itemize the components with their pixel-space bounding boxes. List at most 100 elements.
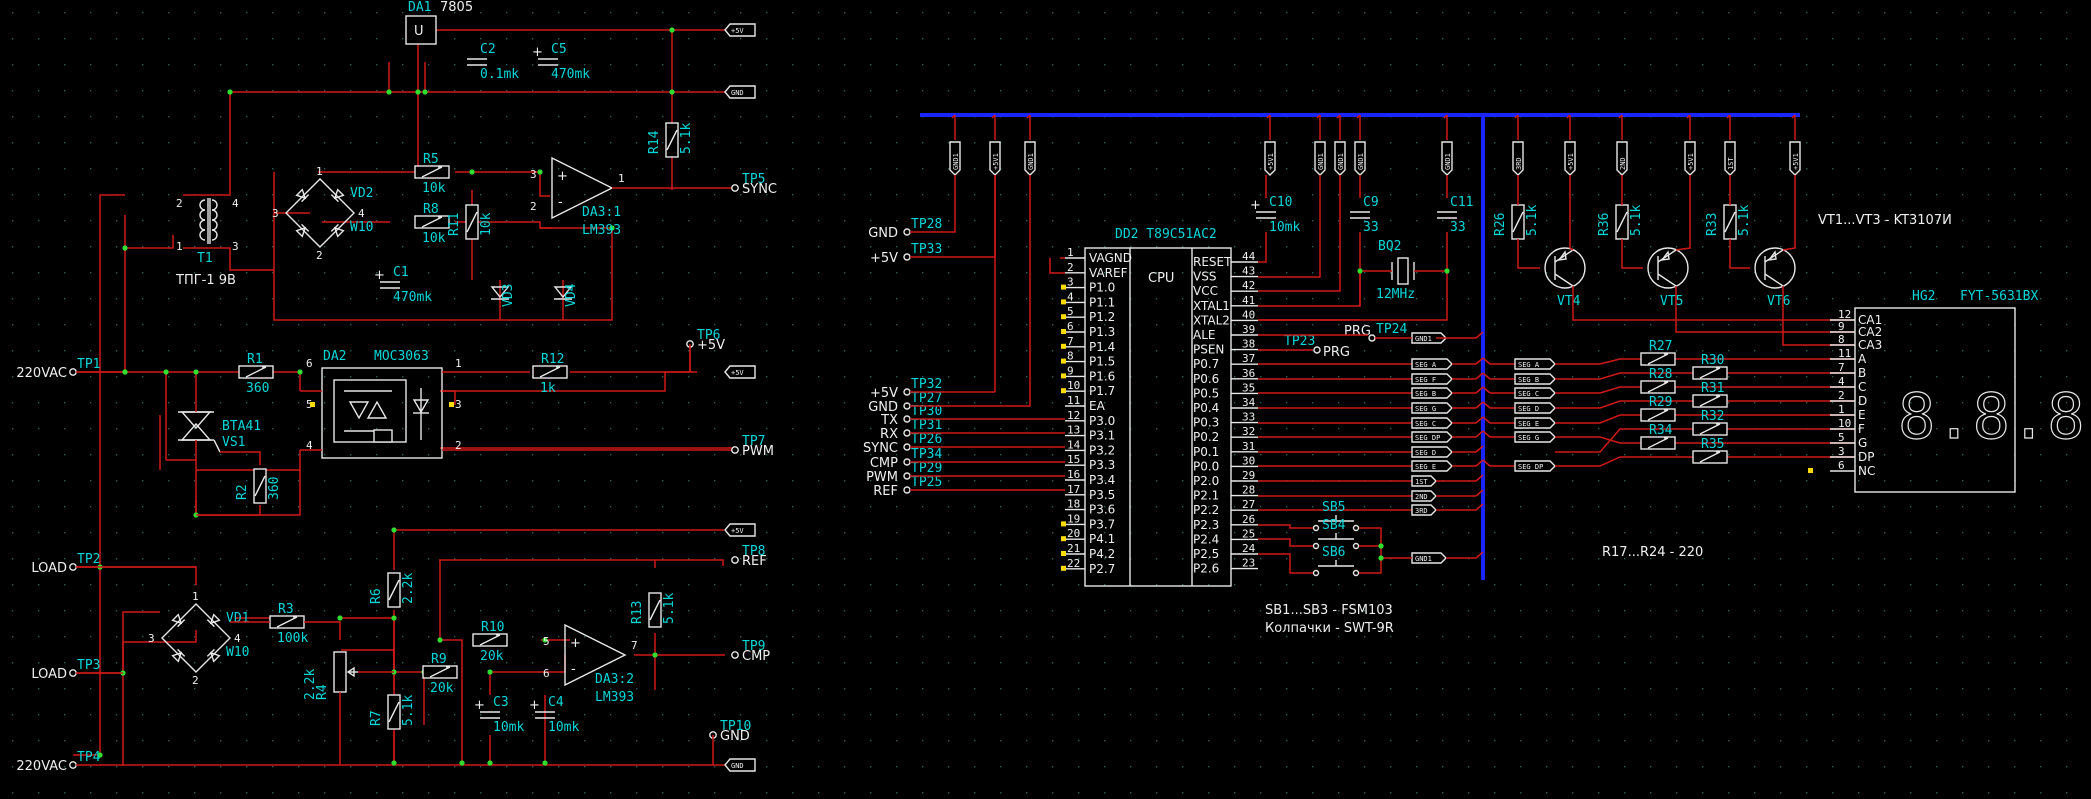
net-flag-vertical[interactable] bbox=[1616, 141, 1628, 176]
resistor-segment[interactable] bbox=[1640, 436, 1676, 450]
resistor-r14[interactable] bbox=[665, 122, 679, 158]
resistor-segment[interactable] bbox=[1692, 422, 1728, 436]
resistor-segment[interactable] bbox=[1640, 352, 1676, 366]
transformer[interactable] bbox=[199, 198, 218, 244]
pnp-transistor[interactable] bbox=[1754, 247, 1796, 289]
net-flag[interactable] bbox=[1514, 417, 1556, 429]
net-flag[interactable] bbox=[1411, 475, 1437, 487]
resistor-r9[interactable] bbox=[422, 665, 458, 679]
zener-diode[interactable] bbox=[553, 286, 573, 300]
net-flag-vertical[interactable] bbox=[1512, 141, 1524, 176]
net-flag-vertical[interactable] bbox=[1564, 141, 1576, 176]
capacitor[interactable] bbox=[467, 58, 487, 66]
net-flag[interactable] bbox=[1411, 332, 1447, 344]
test-point[interactable] bbox=[731, 556, 739, 564]
test-point[interactable] bbox=[731, 446, 739, 454]
capacitor[interactable] bbox=[380, 281, 400, 289]
net-flag[interactable] bbox=[1411, 402, 1453, 414]
net-flag[interactable] bbox=[724, 365, 756, 379]
resistor-segment[interactable] bbox=[1640, 380, 1676, 394]
resistor-r11[interactable] bbox=[465, 204, 479, 240]
net-flag[interactable] bbox=[724, 523, 756, 537]
resistor-segment[interactable] bbox=[1692, 366, 1728, 380]
test-point[interactable] bbox=[731, 651, 739, 659]
comparator[interactable] bbox=[564, 623, 627, 687]
test-point[interactable] bbox=[69, 761, 77, 769]
net-flag[interactable] bbox=[1411, 417, 1453, 429]
resistor-r26[interactable] bbox=[1511, 204, 1525, 240]
net-flag-vertical[interactable] bbox=[1314, 141, 1326, 176]
push-switch[interactable] bbox=[1312, 533, 1360, 550]
capacitor[interactable] bbox=[480, 711, 500, 719]
net-flag[interactable] bbox=[1411, 490, 1437, 502]
resistor-segment[interactable] bbox=[1692, 394, 1728, 408]
test-point[interactable] bbox=[903, 253, 911, 261]
net-flag[interactable] bbox=[724, 758, 756, 772]
test-point[interactable] bbox=[903, 486, 911, 494]
net-flag[interactable] bbox=[1411, 446, 1453, 458]
voltage-regulator[interactable] bbox=[405, 15, 437, 45]
net-flag[interactable] bbox=[1514, 387, 1556, 399]
net-flag[interactable] bbox=[1514, 358, 1556, 370]
capacitor[interactable] bbox=[1256, 211, 1276, 219]
resistor-r13[interactable] bbox=[648, 592, 662, 628]
net-flag-vertical[interactable] bbox=[1789, 141, 1801, 176]
net-flag[interactable] bbox=[1411, 431, 1453, 443]
capacitor[interactable] bbox=[1350, 211, 1370, 219]
net-flag[interactable] bbox=[1514, 431, 1556, 443]
net-flag-vertical[interactable] bbox=[1334, 141, 1346, 176]
test-point[interactable] bbox=[903, 472, 911, 480]
test-point[interactable] bbox=[69, 563, 77, 571]
net-flag[interactable] bbox=[724, 85, 756, 99]
resistor-r36[interactable] bbox=[1615, 204, 1629, 240]
net-flag-vertical[interactable] bbox=[1354, 141, 1366, 176]
net-flag-vertical[interactable] bbox=[949, 141, 961, 176]
push-switch[interactable] bbox=[1312, 560, 1360, 577]
microcontroller[interactable] bbox=[1084, 247, 1232, 587]
test-point[interactable] bbox=[903, 228, 911, 236]
resistor-r12[interactable] bbox=[532, 365, 568, 379]
resistor-r2[interactable] bbox=[253, 468, 267, 504]
resistor-r10[interactable] bbox=[472, 633, 508, 647]
net-flag[interactable] bbox=[1514, 373, 1556, 385]
resistor-segment[interactable] bbox=[1692, 450, 1728, 464]
diode-bridge[interactable] bbox=[285, 178, 355, 248]
resistor-r5[interactable] bbox=[414, 165, 450, 179]
test-point[interactable] bbox=[903, 388, 911, 396]
resistor-r6[interactable] bbox=[387, 572, 401, 608]
resistor-r33[interactable] bbox=[1723, 204, 1737, 240]
test-point[interactable] bbox=[903, 458, 911, 466]
capacitor[interactable] bbox=[1437, 211, 1457, 219]
net-flag[interactable] bbox=[1411, 504, 1437, 516]
net-flag[interactable] bbox=[724, 23, 756, 37]
capacitor[interactable] bbox=[538, 58, 558, 66]
net-flag-vertical[interactable] bbox=[1724, 141, 1736, 176]
test-point[interactable] bbox=[903, 415, 911, 423]
net-flag[interactable] bbox=[1514, 402, 1556, 414]
net-flag-vertical[interactable] bbox=[1264, 141, 1276, 176]
test-point[interactable] bbox=[731, 184, 739, 192]
resistor-r3[interactable] bbox=[269, 615, 305, 629]
resistor-segment[interactable] bbox=[1640, 408, 1676, 422]
net-flag[interactable] bbox=[1514, 460, 1556, 472]
test-point[interactable] bbox=[1313, 346, 1321, 354]
seven-segment-display[interactable] bbox=[1830, 307, 2016, 493]
resistor-r8[interactable] bbox=[414, 215, 450, 229]
test-point[interactable] bbox=[903, 443, 911, 451]
test-point[interactable] bbox=[903, 429, 911, 437]
resistor-r1[interactable] bbox=[238, 365, 274, 379]
test-point[interactable] bbox=[69, 669, 77, 677]
comparator[interactable] bbox=[551, 156, 614, 220]
net-flag[interactable] bbox=[1411, 387, 1453, 399]
net-flag-vertical[interactable] bbox=[1684, 141, 1696, 176]
net-flag-vertical[interactable] bbox=[1024, 141, 1036, 176]
test-point[interactable] bbox=[69, 368, 77, 376]
net-flag[interactable] bbox=[1411, 460, 1453, 472]
net-flag-vertical[interactable] bbox=[989, 141, 1001, 176]
net-flag[interactable] bbox=[1411, 358, 1453, 370]
capacitor[interactable] bbox=[535, 711, 555, 719]
net-flag-vertical[interactable] bbox=[1441, 141, 1453, 176]
pnp-transistor[interactable] bbox=[1544, 247, 1586, 289]
net-flag[interactable] bbox=[1411, 552, 1447, 564]
